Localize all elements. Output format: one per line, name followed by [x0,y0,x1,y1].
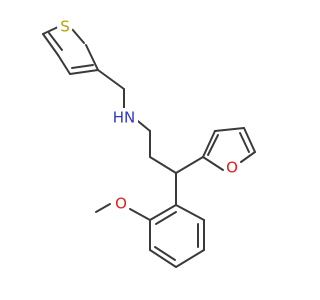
bond [149,204,177,221]
molecule-structure: S HN O O [42,18,256,268]
bond [214,127,245,132]
structure-diagram: S HN O O [42,18,256,268]
bond [175,204,205,221]
bond [71,64,94,69]
bond [175,156,204,174]
atom-sulfur: S [57,18,73,36]
bond [155,211,177,225]
furan-ring [202,127,256,171]
bond [202,130,216,158]
bond [149,156,177,174]
atom-methoxy-oxygen-label: O [115,195,127,213]
bond [95,203,111,213]
bond [69,69,99,75]
bond [149,249,177,268]
thiophene-ring [42,26,99,75]
bond [42,26,59,35]
atom-methoxy-oxygen: O [113,195,129,213]
atom-nitrogen: HN [112,108,138,127]
bond [239,132,250,153]
bond [240,151,256,163]
bond [243,127,256,153]
bond [154,246,176,261]
bond [97,69,125,90]
bond [202,156,224,171]
atom-furan-oxygen-label: O [226,159,238,177]
atom-nitrogen-label: HN [113,109,136,127]
bond [207,134,219,156]
bond [57,54,71,75]
bond [42,33,59,56]
atom-furan-oxygen: O [224,159,240,177]
bond [48,32,63,51]
atom-sulfur-label: S [60,18,70,36]
bond [85,44,99,71]
bond [71,28,85,44]
bond [175,249,205,268]
bond [129,208,151,221]
benzene-ring [149,204,205,268]
